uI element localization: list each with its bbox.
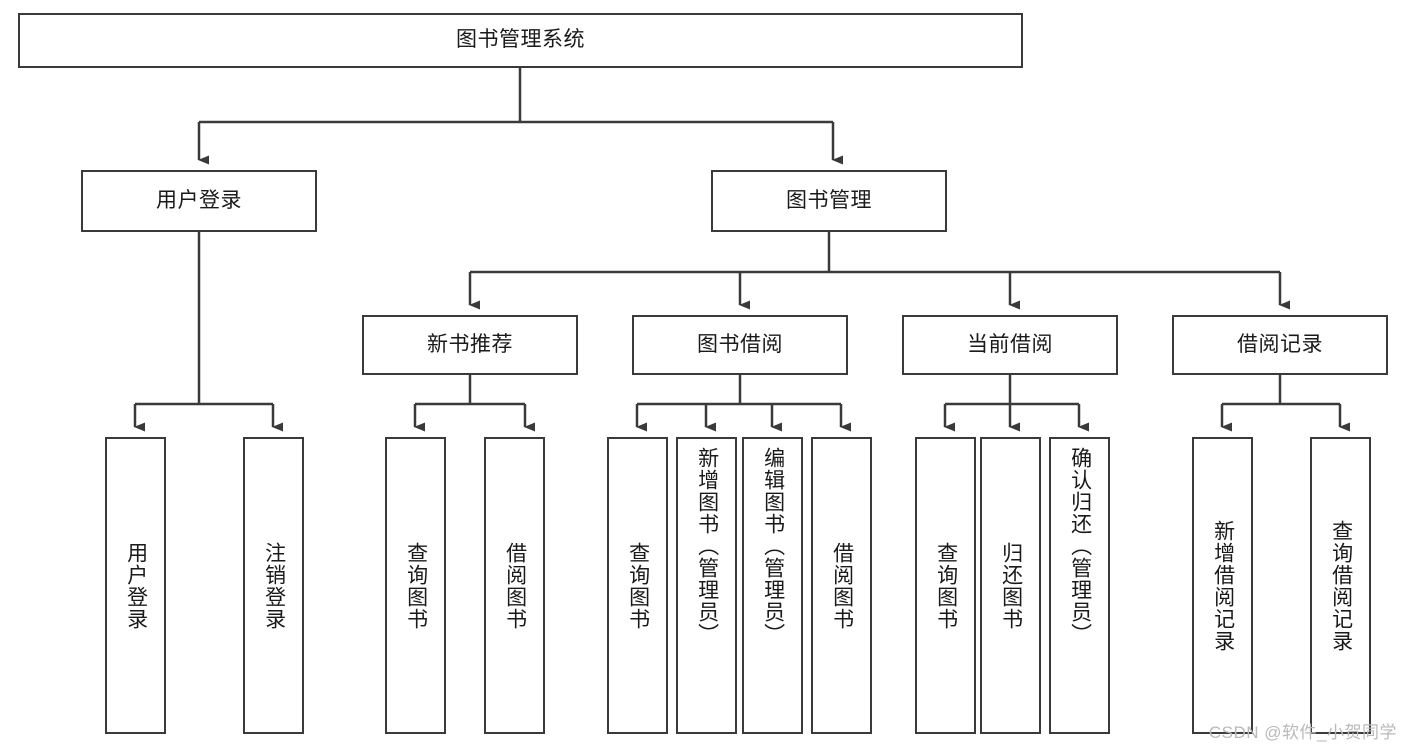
node-user-login[interactable]: 用户登录 <box>81 170 317 232</box>
leaf-recommend-borrow-book[interactable]: 借阅图书 <box>484 437 545 734</box>
node-label: 编辑图书（管理员） <box>761 447 785 645</box>
node-label: 新书推荐 <box>427 332 513 356</box>
node-label: 注销登录 <box>262 541 286 630</box>
node-root-system[interactable]: 图书管理系统 <box>18 13 1023 68</box>
node-label: 查询借阅记录 <box>1329 519 1353 652</box>
leaf-borrow-edit-book-admin[interactable]: 编辑图书（管理员） <box>742 437 803 734</box>
node-label: 图书借阅 <box>697 332 783 356</box>
node-label: 新增借阅记录 <box>1211 519 1235 652</box>
node-label: 借阅记录 <box>1237 332 1323 356</box>
node-new-book-recommend[interactable]: 新书推荐 <box>362 315 578 375</box>
leaf-user-login-signin[interactable]: 用户登录 <box>105 437 166 734</box>
node-label: 确认归还（管理员） <box>1068 447 1092 645</box>
leaf-record-query-record[interactable]: 查询借阅记录 <box>1310 437 1371 734</box>
leaf-borrow-add-book-admin[interactable]: 新增图书（管理员） <box>676 437 737 734</box>
node-label: 借阅图书 <box>503 541 527 630</box>
node-current-borrow[interactable]: 当前借阅 <box>902 315 1118 375</box>
leaf-user-login-signout[interactable]: 注销登录 <box>243 437 304 734</box>
leaf-record-add-record[interactable]: 新增借阅记录 <box>1192 437 1253 734</box>
node-label: 新增图书（管理员） <box>695 447 719 645</box>
node-label: 图书管理系统 <box>456 28 585 52</box>
node-label: 查询图书 <box>934 541 958 630</box>
leaf-current-query-book[interactable]: 查询图书 <box>915 437 976 734</box>
node-label: 用户登录 <box>156 188 242 212</box>
node-book-borrow[interactable]: 图书借阅 <box>632 315 848 375</box>
node-label: 用户登录 <box>124 541 148 630</box>
leaf-borrow-borrow-book[interactable]: 借阅图书 <box>811 437 872 734</box>
node-borrow-record[interactable]: 借阅记录 <box>1172 315 1388 375</box>
leaf-current-return-book[interactable]: 归还图书 <box>980 437 1041 734</box>
leaf-borrow-query-book[interactable]: 查询图书 <box>607 437 668 734</box>
node-label: 图书管理 <box>786 188 872 212</box>
node-label: 查询图书 <box>404 541 428 630</box>
node-label: 当前借阅 <box>967 332 1053 356</box>
node-label: 归还图书 <box>999 541 1023 630</box>
node-label: 借阅图书 <box>830 541 854 630</box>
csdn-watermark: CSDN @软件_小贺同学 <box>1208 723 1397 742</box>
leaf-recommend-query-book[interactable]: 查询图书 <box>385 437 446 734</box>
node-label: 查询图书 <box>626 541 650 630</box>
leaf-current-confirm-return-admin[interactable]: 确认归还（管理员） <box>1049 437 1110 734</box>
node-book-management[interactable]: 图书管理 <box>711 170 947 232</box>
